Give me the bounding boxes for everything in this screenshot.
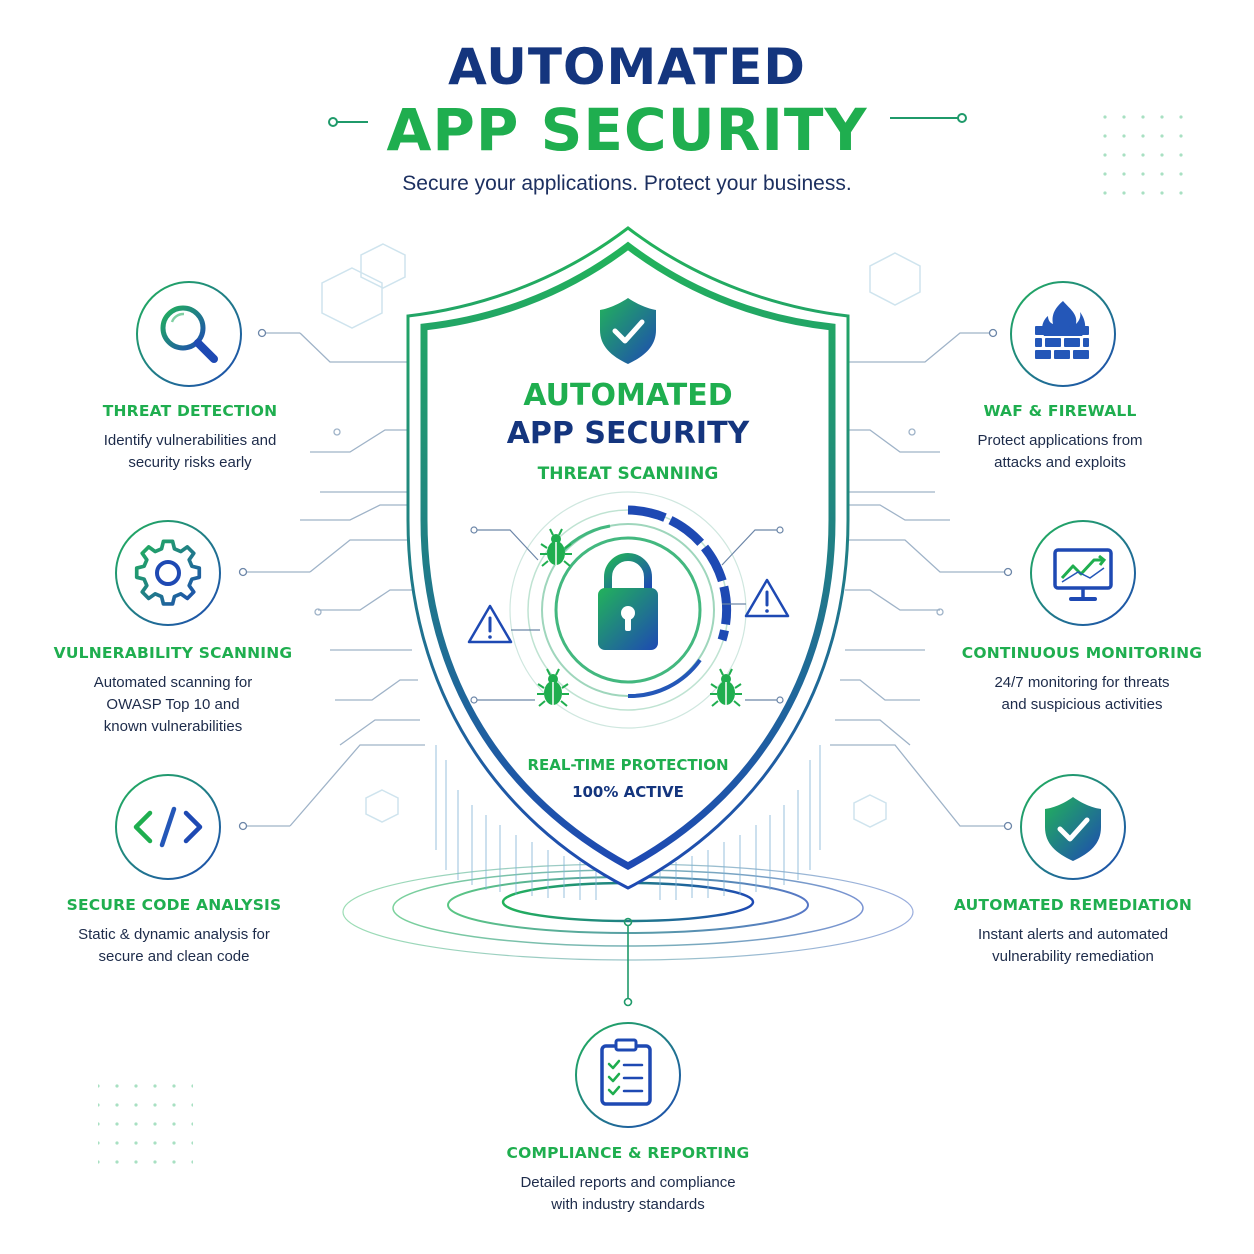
firewall-icon — [1035, 301, 1089, 359]
shield-check-icon — [1045, 797, 1101, 861]
shield-title-line1: AUTOMATED — [523, 378, 733, 413]
feature-desc-line: vulnerability remediation — [992, 948, 1154, 965]
data-stream-lines — [435, 745, 821, 900]
shield-protection-label: REAL-TIME PROTECTION — [527, 756, 729, 774]
feature-automated-remediation: AUTOMATED REMEDIATION Instant alerts and… — [923, 896, 1223, 968]
padlock-icon — [598, 553, 658, 650]
feature-description: 24/7 monitoring for threats and suspicio… — [932, 672, 1232, 716]
feature-desc-line: Instant alerts and automated — [977, 926, 1169, 943]
decorative-hexagons — [321, 243, 921, 828]
feature-description: Automated scanning for OWASP Top 10 and … — [23, 672, 323, 738]
feature-title: VULNERABILITY SCANNING — [53, 644, 293, 662]
feature-vulnerability-scanning: VULNERABILITY SCANNING Automated scannin… — [23, 644, 323, 738]
feature-title: SECURE CODE ANALYSIS — [66, 896, 282, 914]
bug-icon-bottom-right — [710, 668, 742, 707]
feature-compliance-reporting: COMPLIANCE & REPORTING Detailed reports … — [478, 1144, 778, 1216]
header-left-connector — [328, 117, 368, 127]
feature-desc-line: 24/7 monitoring for threats — [994, 674, 1170, 691]
feature-description: Protect applications from attacks and ex… — [910, 430, 1210, 474]
feature-desc-line: OWASP Top 10 and — [106, 696, 240, 713]
feature-desc-line: and suspicious activities — [1001, 696, 1163, 713]
feature-title: WAF & FIREWALL — [983, 402, 1137, 420]
bug-icon-top — [540, 528, 572, 567]
feature-threat-detection: THREAT DETECTION Identify vulnerabilitie… — [40, 402, 340, 474]
warning-icon-right — [744, 578, 790, 618]
feature-desc-line: Automated scanning for — [93, 674, 253, 691]
circuit-lines-right — [830, 328, 1013, 831]
feature-desc-line: with industry standards — [551, 1196, 705, 1213]
feature-waf-firewall: WAF & FIREWALL Protect applications from… — [910, 402, 1210, 474]
feature-description: Instant alerts and automated vulnerabili… — [923, 924, 1223, 968]
feature-desc-line: security risks early — [128, 454, 252, 471]
shield-scanning-label: THREAT SCANNING — [537, 464, 719, 484]
clipboard-checklist-icon — [600, 1038, 652, 1106]
dot-grid-top-right — [1088, 108, 1183, 208]
bug-icon-bottom-left — [537, 668, 569, 707]
feature-title: THREAT DETECTION — [102, 402, 278, 420]
page-title-line2: APP SECURITY — [386, 96, 868, 164]
magnifier-icon — [160, 305, 218, 363]
scanner-rings — [509, 491, 747, 729]
page-title-line1: AUTOMATED — [448, 38, 806, 96]
feature-desc-line: secure and clean code — [98, 948, 250, 965]
feature-desc-line: known vulnerabilities — [103, 718, 243, 735]
threat-detection-circle — [136, 281, 242, 387]
feature-desc-line: Detailed reports and compliance — [520, 1174, 736, 1191]
compliance-connector — [623, 917, 633, 1007]
feature-title: AUTOMATED REMEDIATION — [953, 896, 1193, 914]
header-right-connector — [890, 113, 967, 123]
vulnerability-scanning-circle — [115, 520, 221, 626]
shield-title-line2: APP SECURITY — [506, 416, 750, 451]
shield-status: 100% ACTIVE — [572, 783, 684, 801]
feature-desc-line: Static & dynamic analysis for — [78, 926, 270, 943]
scanner-connectors — [470, 526, 784, 704]
code-icon — [133, 806, 203, 848]
warning-icon-left — [467, 604, 513, 644]
feature-title: CONTINUOUS MONITORING — [961, 644, 1203, 662]
feature-desc-line: Identify vulnerabilities and — [103, 432, 277, 449]
dot-grid-bottom-left — [98, 1074, 193, 1169]
feature-description: Static & dynamic analysis for secure and… — [24, 924, 324, 968]
monitor-chart-icon — [1053, 548, 1113, 601]
feature-desc-line: attacks and exploits — [994, 454, 1126, 471]
feature-description: Detailed reports and compliance with ind… — [478, 1172, 778, 1216]
shield-badge-icon — [600, 298, 656, 364]
feature-desc-line: Protect applications from — [977, 432, 1143, 449]
gear-icon — [134, 539, 202, 606]
feature-description: Identify vulnerabilities and security ri… — [40, 430, 340, 474]
feature-title: COMPLIANCE & REPORTING — [506, 1144, 750, 1162]
feature-continuous-monitoring: CONTINUOUS MONITORING 24/7 monitoring fo… — [932, 644, 1232, 716]
circuit-lines-left — [238, 328, 425, 831]
page-subtitle: Secure your applications. Protect your b… — [402, 172, 852, 195]
feature-secure-code-analysis: SECURE CODE ANALYSIS Static & dynamic an… — [24, 896, 324, 968]
